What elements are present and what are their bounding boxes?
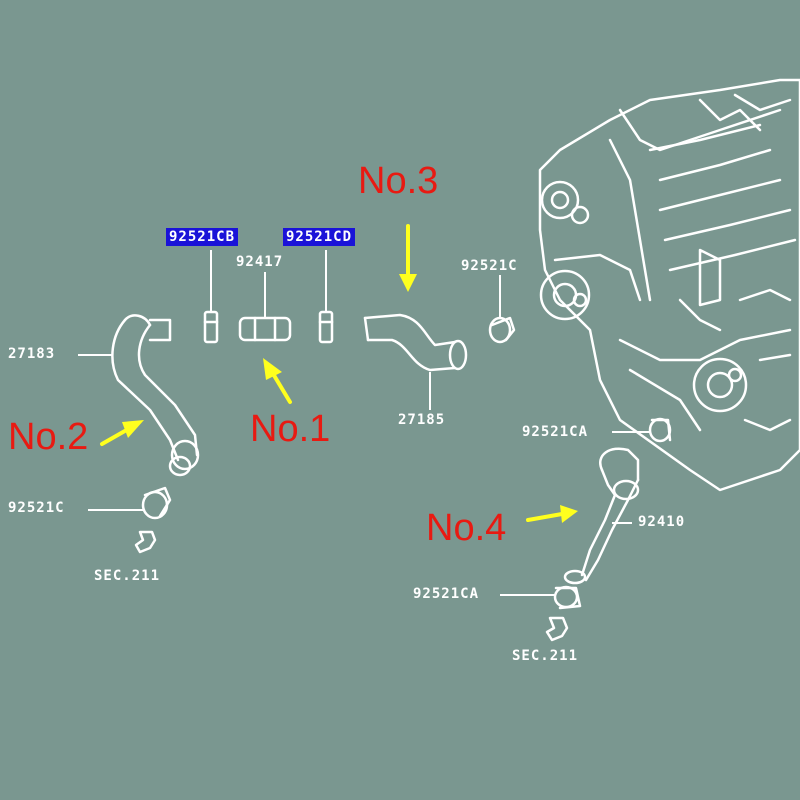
arrow-no1: [263, 358, 292, 404]
part-label-92521cd: 92521CD: [283, 228, 356, 246]
callout-arrows: [100, 224, 578, 523]
part-label-92521ca-bottom: 92521CA: [413, 586, 480, 602]
part-label-92521cb: 92521CB: [166, 228, 239, 246]
part-label-92521c-bottom: 92521C: [8, 500, 65, 516]
hose-27183: [111, 314, 200, 477]
leader-lines: [78, 250, 650, 596]
part-label-92521ca-top: 92521CA: [522, 424, 589, 440]
sec-label-left: SEC.211: [94, 568, 161, 584]
clamp-92521ca-bottom: [553, 585, 582, 610]
sec211-fitting-right: [545, 616, 569, 642]
heater-unit: [538, 78, 800, 492]
part-label-27185: 27185: [398, 412, 446, 428]
callout-no1: No.1: [250, 408, 331, 450]
part-label-92410: 92410: [638, 514, 686, 530]
clamp-92521c-bottom: [141, 486, 172, 520]
callout-no3: No.3: [358, 160, 439, 202]
arrow-no4: [526, 505, 578, 523]
sec211-fitting-left: [134, 530, 157, 554]
part-label-92521c-top: 92521C: [461, 258, 518, 274]
sec-label-right: SEC.211: [512, 648, 579, 664]
clamp-92521c-top: [488, 316, 516, 344]
part-label-92417: 92417: [236, 254, 284, 270]
clamp-92521ca-top: [648, 417, 672, 443]
hose-92410: [563, 447, 640, 585]
clamp-92521cd: [318, 310, 334, 344]
part-label-27183: 27183: [8, 346, 56, 362]
arrow-no3: [399, 224, 417, 292]
clamp-92521cb: [203, 310, 219, 344]
arrow-no2: [100, 420, 144, 446]
callout-no4: No.4: [426, 507, 507, 549]
callout-no2: No.2: [8, 416, 89, 458]
connector-92417: [238, 316, 292, 342]
hose-stub: [148, 318, 172, 342]
hose-27185: [363, 313, 468, 372]
